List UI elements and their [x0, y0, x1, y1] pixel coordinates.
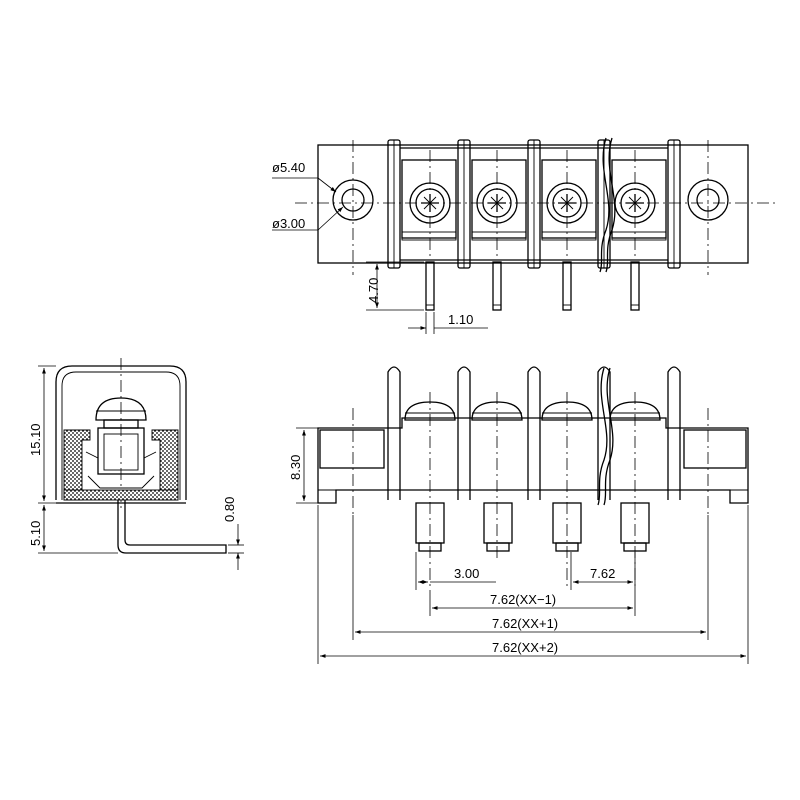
barriers-top	[387, 139, 681, 269]
front-right-flange	[683, 429, 747, 469]
side-view: 15.10 5.10 0.80	[28, 358, 244, 570]
top-view: ø5.40 ø3.00 4.70 1.10	[272, 137, 775, 334]
front-view: 8.30 3.00 7.62 7.62(XX−1) 7.62(XX+1) 7.6…	[288, 366, 749, 664]
side-screw-head	[95, 397, 147, 429]
top-flange-outline	[317, 144, 749, 264]
hole-span-label: 7.62(XX+1)	[492, 616, 558, 631]
side-body-section	[63, 427, 179, 501]
screw-top-3	[546, 182, 588, 224]
screw-top-4	[614, 182, 656, 224]
pin-thickness-label: 0.80	[222, 497, 237, 522]
pin-span-label: 7.62(XX−1)	[490, 592, 556, 607]
pins-top	[425, 261, 640, 311]
side-pin-depth-label: 5.10	[28, 521, 43, 546]
screw-top-1	[409, 182, 451, 224]
screw-top-2	[476, 182, 518, 224]
pins-front	[415, 502, 650, 552]
side-height-label: 15.10	[28, 423, 43, 456]
left-mounting-hole	[332, 140, 374, 275]
pin-width-label: 1.10	[448, 312, 473, 327]
right-mounting-hole	[687, 140, 729, 275]
screws-front	[404, 392, 661, 590]
front-left-flange	[319, 429, 385, 469]
total-span-label: 7.62(XX+2)	[492, 640, 558, 655]
pin-length-label: 4.70	[366, 278, 381, 303]
side-pin	[117, 500, 227, 554]
front-body	[317, 417, 749, 504]
hole-inner-diameter-label: ø3.00	[272, 216, 305, 231]
barriers-front	[387, 366, 681, 500]
hole-outer-diameter-label: ø5.40	[272, 160, 305, 175]
pin-offset-label: 3.00	[454, 566, 479, 581]
break-line-top	[599, 137, 610, 273]
body-height-label: 8.30	[288, 455, 303, 480]
pitch-label: 7.62	[590, 566, 615, 581]
